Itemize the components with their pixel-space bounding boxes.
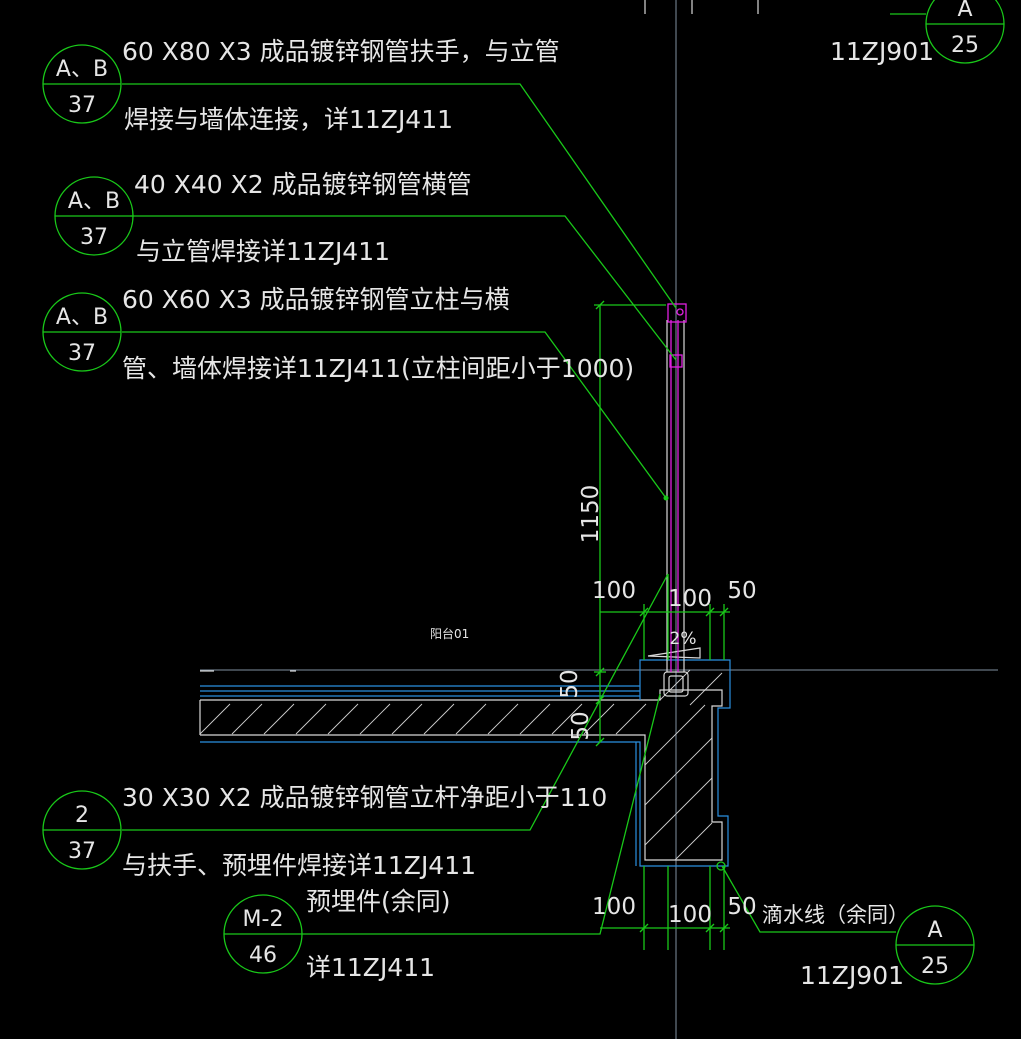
bubble-2-bottom: 37 [80, 225, 108, 250]
bubble-3-top: A、B [56, 305, 108, 330]
bubble-4-bottom: 37 [68, 839, 96, 864]
drip-groove [716, 861, 726, 871]
embedded-plate-kerb [663, 671, 689, 697]
bubble-2-top: A、B [68, 189, 120, 214]
callout-5-line1: 预埋件(余同) [306, 887, 451, 916]
slope-arrow [647, 647, 701, 659]
leader-drip [721, 865, 896, 933]
bubble-5-top: M-2 [243, 907, 284, 932]
top-ref-line2: 11ZJ901 [830, 37, 934, 66]
leader-baluster [122, 573, 669, 831]
handrail-section [667, 303, 687, 323]
plaster-outline [200, 659, 731, 867]
leader-crossbar [130, 215, 677, 361]
dim-railing-height: 1150 [578, 485, 604, 544]
callout-2-line1: 40 X40 X2 成品镀锌钢管横管 [134, 170, 472, 199]
bubble-3-bottom: 37 [68, 341, 96, 366]
callout-1-line2: 焊接与墙体连接，详11ZJ411 [124, 105, 453, 134]
callout-6-line1: 滴水线（余同） [762, 903, 909, 927]
concrete-hatch [199, 669, 723, 861]
callout-bubble-6: A 25 [895, 905, 975, 985]
callout-4-line1: 30 X30 X2 成品镀锌钢管立杆净距小于110 [122, 783, 607, 812]
dim-top-mid: 100 [668, 586, 712, 612]
leader-handrail [122, 83, 677, 309]
leader-post [122, 331, 667, 499]
dim-slab-thickness: 50 [568, 711, 594, 740]
dim-bottom-right: 50 [727, 894, 756, 920]
bubble-4-top: 2 [75, 803, 89, 828]
leader-embedded [302, 693, 661, 935]
dim-top-left: 100 [592, 578, 636, 604]
dim-finish-layer: 50 [557, 669, 583, 698]
top-ref-bubble: A 25 [925, 0, 1005, 64]
callout-bubble-4: 2 37 [42, 790, 122, 870]
callout-1-line1: 60 X80 X3 成品镀锌钢管扶手，与立管 [122, 37, 560, 66]
railing [663, 303, 687, 672]
dim-top-right: 50 [727, 578, 756, 604]
slab-outline [200, 689, 723, 861]
bubble-6-top: A [927, 918, 942, 943]
bubble-5-bottom: 46 [249, 943, 277, 968]
callout-bubble-5: M-2 46 [223, 894, 303, 974]
callout-bubble-1: A、B 37 [42, 44, 122, 124]
top-ref-bubble-bottom: 25 [951, 33, 979, 58]
callout-bubble-2: A、B 37 [54, 176, 134, 256]
balcony-structure [199, 647, 731, 871]
top-ref-bubble-top: A [957, 0, 972, 22]
callout-5-line2: 详11ZJ411 [306, 953, 435, 982]
callout-4-line2: 与扶手、预埋件焊接详11ZJ411 [122, 851, 476, 880]
dim-bottom-left: 100 [592, 894, 636, 920]
callout-3-line2: 管、墙体焊接详11ZJ411(立柱间距小于1000) [122, 354, 634, 383]
callout-6-line2: 11ZJ901 [800, 961, 904, 990]
leader-lines [122, 13, 926, 935]
callout-2-line2: 与立管焊接详11ZJ411 [136, 237, 390, 266]
crossbar-section [669, 354, 683, 368]
bubble-6-bottom: 25 [921, 954, 949, 979]
dim-bottom-mid: 100 [668, 902, 712, 928]
callout-bubble-3: A、B 37 [42, 292, 122, 372]
balcony-label: 阳台01 [430, 626, 469, 641]
dimensions [594, 300, 730, 950]
dim-slope: 2% [670, 629, 697, 649]
callout-3-line1: 60 X60 X3 成品镀锌钢管立柱与横 [122, 285, 510, 314]
bubble-1-top: A、B [56, 57, 108, 82]
bubble-1-bottom: 37 [68, 93, 96, 118]
